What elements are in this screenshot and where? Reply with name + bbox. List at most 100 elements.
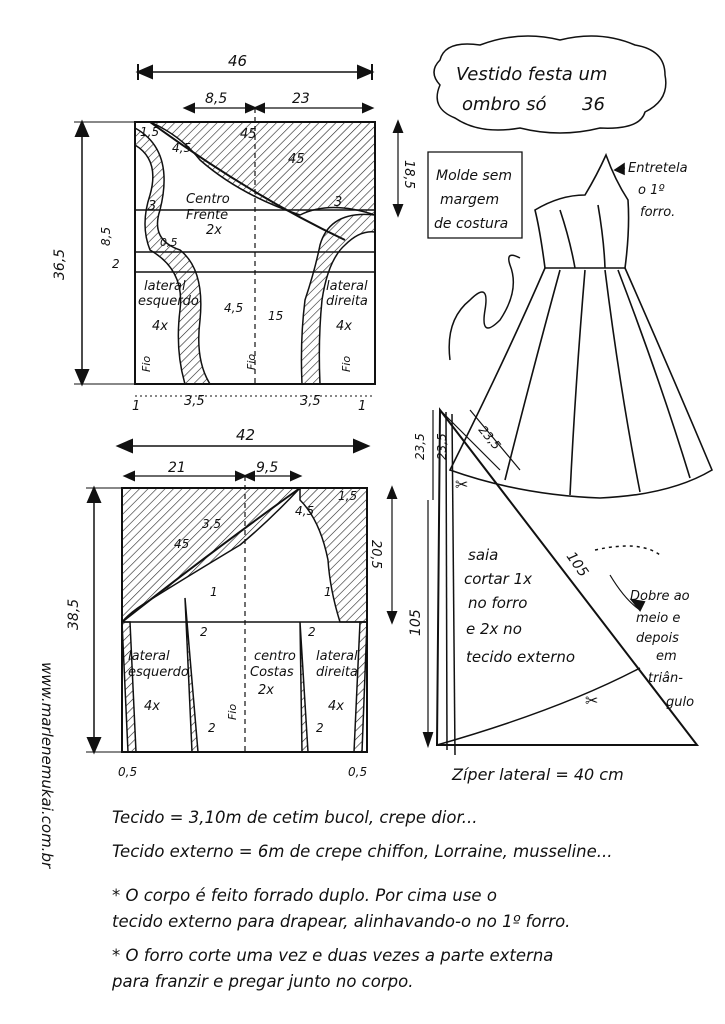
- svg-text:tecido externo: tecido externo: [466, 648, 575, 666]
- svg-text:Frente: Frente: [186, 208, 228, 223]
- svg-text:lateral: lateral: [316, 649, 358, 664]
- svg-text:23: 23: [292, 91, 310, 107]
- instruction-2b: para franzir e pregar junto no corpo.: [112, 972, 414, 991]
- svg-text:21: 21: [168, 460, 186, 476]
- svg-text:0,5: 0,5: [160, 236, 178, 249]
- header-labels: Vestido festa um ombro só 36 Molde sem m…: [434, 64, 688, 232]
- svg-text:4x: 4x: [152, 319, 168, 334]
- svg-text:23,5: 23,5: [435, 433, 449, 460]
- svg-text:20,5: 20,5: [368, 540, 383, 569]
- svg-text:margem: margem: [440, 192, 499, 208]
- svg-text:3,5: 3,5: [202, 517, 221, 531]
- svg-text:Costas: Costas: [250, 665, 294, 680]
- svg-text:1: 1: [324, 585, 332, 599]
- instruction-2a: * O forro corte uma vez e duas vezes a p…: [112, 946, 554, 965]
- svg-text:2: 2: [112, 257, 120, 271]
- svg-text:3,5: 3,5: [300, 394, 321, 409]
- back-bodice-pattern: [86, 438, 398, 755]
- svg-text:42: 42: [236, 426, 255, 444]
- svg-text:saia: saia: [468, 546, 498, 564]
- fabric-note: Tecido = 3,10m de cetim bucol, crepe dio…: [112, 808, 478, 827]
- front-labels: 46 8,5 23 1,5 4,5 45 45 3 3 0,5 4,5 15 C…: [52, 52, 416, 414]
- svg-text:Fio: Fio: [140, 356, 153, 372]
- svg-text:de costura: de costura: [434, 216, 508, 232]
- svg-text:Fio: Fio: [340, 356, 353, 372]
- svg-text:1: 1: [210, 585, 218, 599]
- size-label: 36: [582, 94, 605, 115]
- svg-text:Centro: Centro: [186, 192, 230, 207]
- svg-text:Entretela: Entretela: [628, 161, 688, 176]
- svg-text:triân-: triân-: [648, 671, 683, 686]
- svg-text:0,5: 0,5: [118, 765, 137, 779]
- svg-text:gulo: gulo: [666, 695, 694, 710]
- svg-text:0,5: 0,5: [348, 765, 367, 779]
- svg-text:8,5: 8,5: [99, 227, 113, 246]
- svg-text:4x: 4x: [144, 699, 160, 714]
- outer-fabric-note: Tecido externo = 6m de crepe chiffon, Lo…: [112, 842, 613, 861]
- front-width-label: 46: [228, 52, 247, 70]
- svg-text:45: 45: [240, 127, 257, 142]
- svg-text:esquerdo: esquerdo: [128, 665, 189, 680]
- svg-text:18,5: 18,5: [401, 160, 416, 189]
- svg-text:1,5: 1,5: [338, 489, 357, 503]
- title-line1: Vestido festa um: [456, 64, 607, 85]
- svg-text:45: 45: [174, 537, 189, 551]
- back-labels: 42 21 9,5 1,5 4,5 3,5 45 1 1 2 2 2 2 lat…: [66, 426, 383, 779]
- svg-text:Fio: Fio: [226, 704, 239, 720]
- svg-text:lateral: lateral: [128, 649, 170, 664]
- svg-text:4x: 4x: [336, 319, 352, 334]
- svg-text:2: 2: [200, 625, 208, 639]
- back-right-drape: [299, 487, 368, 623]
- svg-text:4x: 4x: [328, 699, 344, 714]
- front-right-side-shape: [300, 213, 376, 385]
- svg-text:direita: direita: [316, 665, 358, 680]
- svg-text:2: 2: [308, 625, 316, 639]
- svg-text:2: 2: [316, 721, 324, 735]
- svg-text:em: em: [656, 649, 677, 664]
- svg-text:direita: direita: [326, 294, 368, 309]
- instruction-1b: tecido externo para drapear, alinhavando…: [112, 912, 571, 931]
- svg-text:4,5: 4,5: [295, 504, 314, 518]
- svg-text:36,5: 36,5: [52, 249, 68, 280]
- svg-text:2x: 2x: [206, 223, 222, 238]
- svg-text:Molde sem: Molde sem: [436, 168, 512, 184]
- svg-text:e 2x no: e 2x no: [466, 620, 522, 638]
- front-bodice-pattern: [74, 64, 404, 397]
- svg-text:45: 45: [288, 152, 305, 167]
- svg-text:38,5: 38,5: [66, 599, 82, 630]
- skirt-triangle: [435, 407, 700, 746]
- svg-text:esquerdo: esquerdo: [138, 294, 199, 309]
- svg-text:4,5: 4,5: [224, 301, 243, 315]
- svg-text:lateral: lateral: [144, 279, 186, 294]
- svg-text:no forro: no forro: [468, 594, 527, 612]
- svg-text:lateral: lateral: [326, 279, 368, 294]
- svg-text:23,5: 23,5: [476, 423, 504, 452]
- svg-text:1: 1: [358, 399, 366, 414]
- website-url: www.marlenemukai.com.br: [38, 662, 56, 869]
- svg-text:forro.: forro.: [640, 205, 675, 220]
- front-drape-area: [149, 121, 376, 217]
- svg-text:8,5: 8,5: [205, 91, 227, 107]
- svg-text:Fio: Fio: [245, 354, 258, 370]
- skirt-pattern: ✂ ✂: [422, 407, 700, 756]
- dress-illustration: [427, 35, 714, 499]
- svg-text:1: 1: [132, 399, 140, 414]
- svg-text:2x: 2x: [258, 683, 274, 698]
- svg-text:✂: ✂: [585, 691, 598, 710]
- svg-text:✂: ✂: [455, 475, 468, 494]
- svg-text:2: 2: [208, 721, 216, 735]
- skirt-labels: 23,5 23,5 23,5 105 105 saia cortar 1x no…: [408, 423, 694, 784]
- instruction-1a: * O corpo é feito forrado duplo. Por cim…: [112, 886, 497, 905]
- svg-text:1,5: 1,5: [140, 125, 159, 139]
- svg-text:Dobre ao: Dobre ao: [630, 589, 690, 604]
- svg-text:centro: centro: [254, 649, 296, 664]
- svg-text:3: 3: [334, 195, 342, 210]
- skirt-hem-curve: [436, 667, 641, 746]
- svg-text:15: 15: [268, 309, 283, 323]
- svg-text:23,5: 23,5: [413, 433, 427, 460]
- svg-text:9,5: 9,5: [256, 460, 278, 476]
- svg-text:cortar 1x: cortar 1x: [464, 570, 532, 588]
- svg-text:3: 3: [148, 199, 156, 214]
- svg-text:meio e: meio e: [636, 611, 680, 626]
